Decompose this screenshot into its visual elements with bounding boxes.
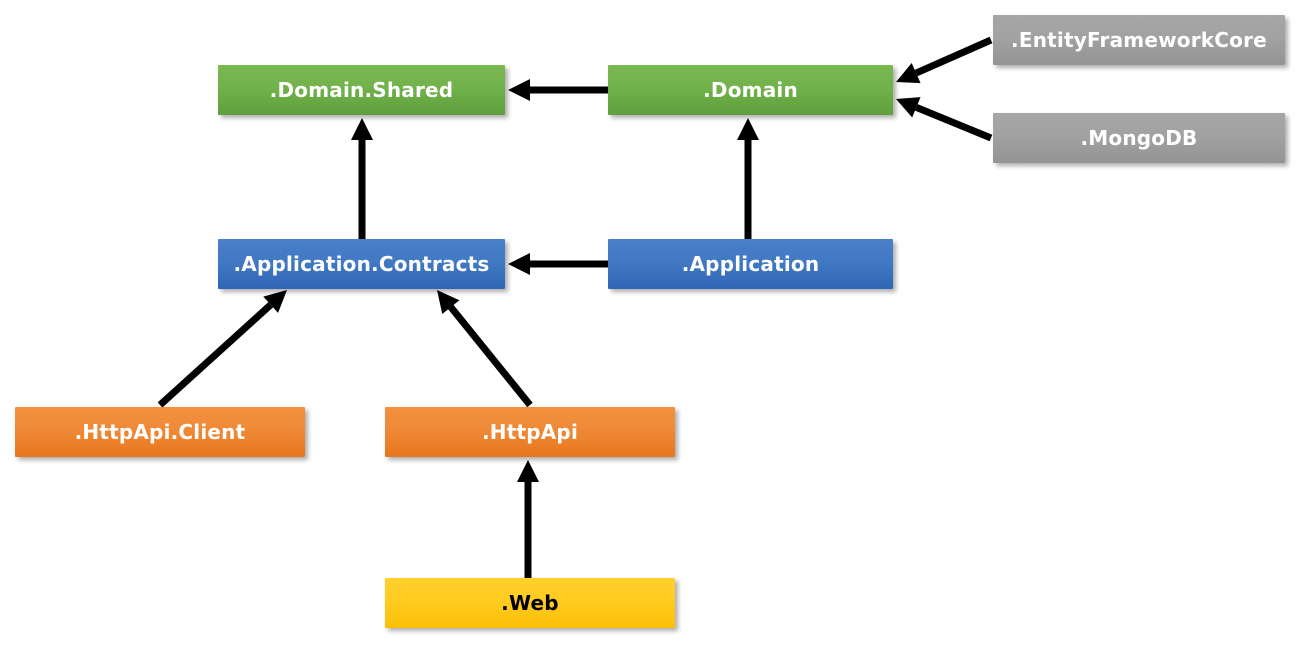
arrow-head (737, 118, 759, 140)
node-label-httpapi-client: .HttpApi.Client (74, 420, 246, 444)
node-label-web: .Web (501, 591, 559, 615)
node-label-httpapi: .HttpApi (481, 420, 579, 444)
arrow-head (508, 253, 530, 275)
node-web[interactable]: .Web (385, 578, 675, 628)
node-application-contracts[interactable]: .Application.Contracts (218, 239, 505, 289)
arrow-head (896, 97, 921, 118)
arrow-shaft (157, 302, 274, 408)
arrow-head (351, 118, 373, 140)
arrow-contracts-to-domain-shared (351, 118, 373, 239)
node-httpapi-client[interactable]: .HttpApi.Client (15, 407, 305, 457)
arrow-head (508, 79, 530, 101)
node-mongodb[interactable]: .MongoDB (993, 113, 1285, 163)
arrow-efcore-to-domain (896, 36, 993, 84)
node-domain[interactable]: .Domain (608, 65, 893, 115)
arrow-head (896, 63, 921, 84)
arrow-httpapi-client-to-contracts (157, 290, 287, 408)
arrow-shaft (914, 36, 993, 77)
arrow-head (437, 290, 460, 315)
node-httpapi[interactable]: .HttpApi (385, 407, 675, 457)
arrow-head (263, 290, 287, 313)
node-entity-framework-core[interactable]: .EntityFrameworkCore (993, 15, 1285, 65)
arrow-head (517, 460, 539, 482)
arrow-application-to-contracts (508, 253, 608, 275)
arrow-shaft (448, 304, 533, 408)
node-domain-shared[interactable]: .Domain.Shared (218, 65, 505, 115)
node-label-domain: .Domain (703, 78, 798, 102)
node-label-mongodb: .MongoDB (1080, 126, 1198, 150)
node-label-application-contracts: .Application.Contracts (233, 252, 490, 276)
arrow-application-to-domain (737, 118, 759, 239)
node-application[interactable]: .Application (608, 239, 893, 289)
node-label-domain-shared: .Domain.Shared (269, 78, 454, 102)
node-label-application: .Application (681, 252, 820, 276)
arrow-httpapi-to-contracts (437, 290, 533, 408)
node-label-entity-framework-core: .EntityFrameworkCore (1011, 28, 1267, 52)
arrow-shaft (915, 104, 993, 142)
arrow-web-to-httpapi (517, 460, 539, 578)
arrow-domain-to-domain-shared (508, 79, 608, 101)
arrow-mongodb-to-domain (896, 97, 993, 142)
